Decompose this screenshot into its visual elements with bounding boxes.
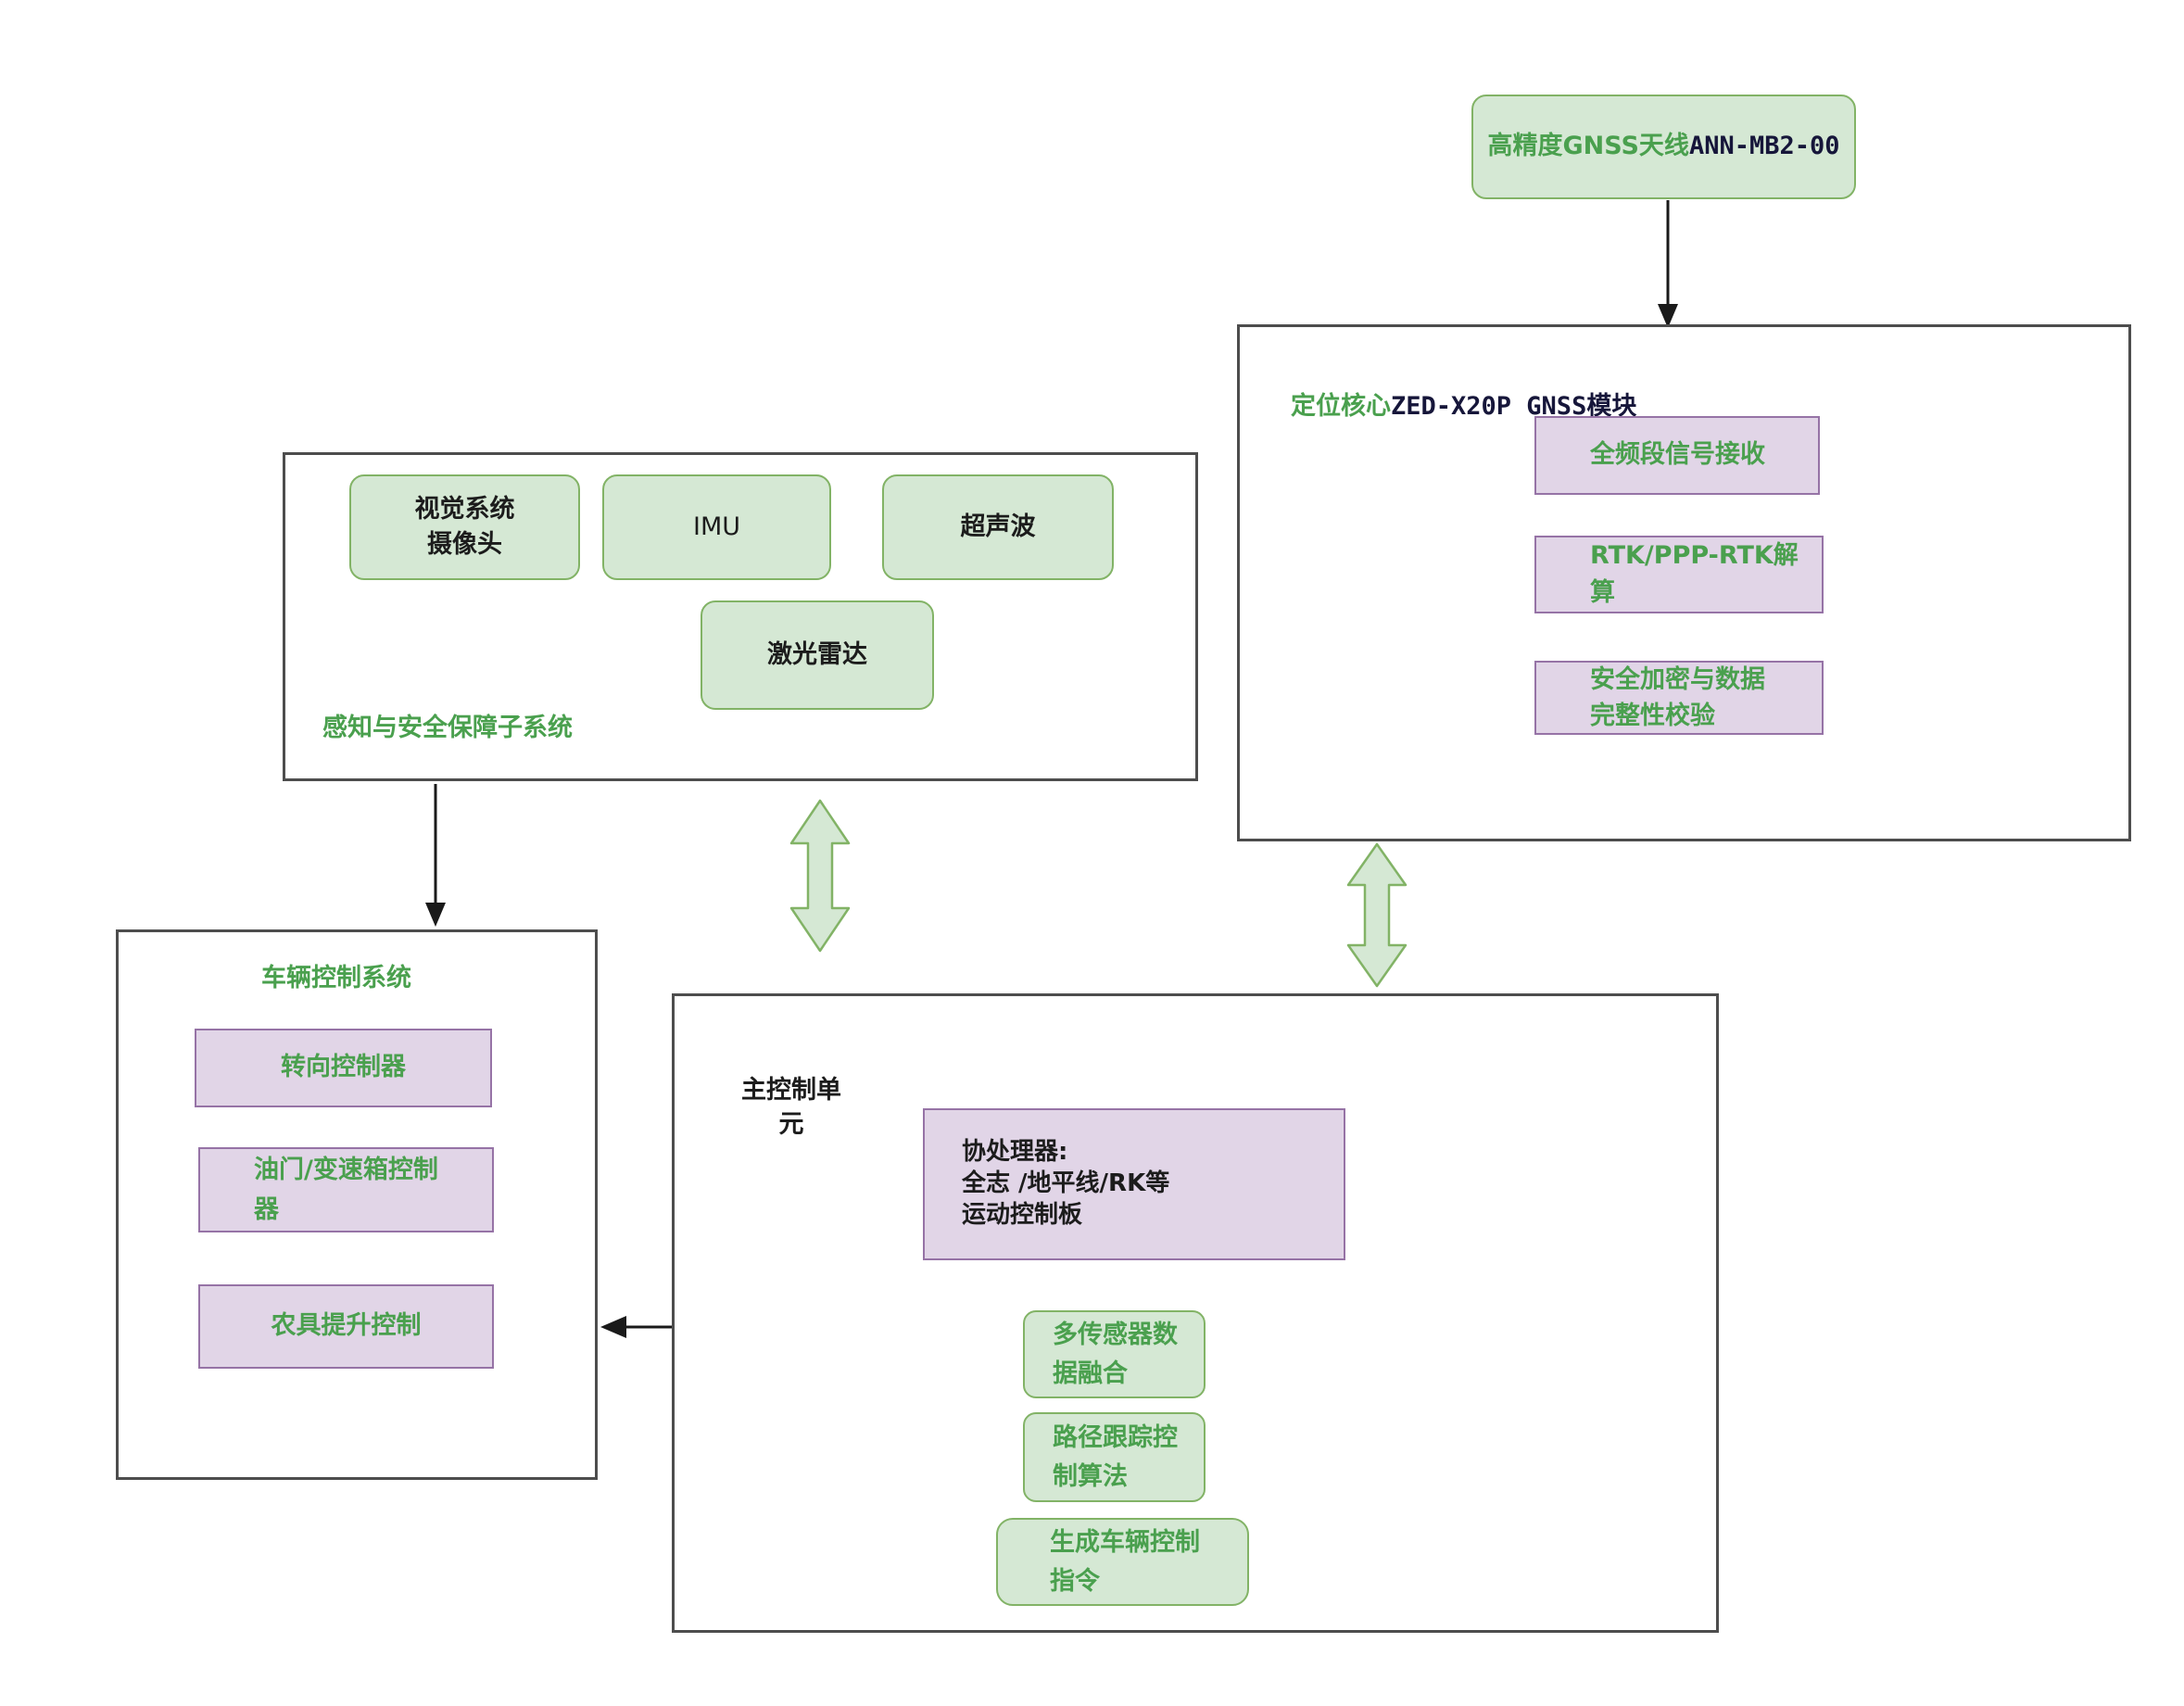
arrow-perception-to-vehicle (425, 784, 446, 927)
node-security-integrity: 安全加密与数据 完整性校验 (1534, 661, 1824, 735)
arrow-main-to-vehicle (600, 1316, 672, 1338)
gnss-antenna-label-model: ANN-MB2-00 (1688, 132, 1840, 161)
node-fullband-signal: 全频段信号接收 (1534, 416, 1820, 495)
gnss-module-title: 定位核心ZED-X20P GNSS模块 (1291, 357, 1636, 422)
gnss-module-title-green: 定位核心 (1291, 392, 1391, 421)
main-control-title: 主控制单 元 (741, 1076, 841, 1140)
node-ultrasonic: 超声波 (882, 474, 1114, 580)
node-coprocessor: 协处理器: 全志 /地平线/RK等 运动控制板 (923, 1108, 1345, 1260)
node-path-tracking: 路径跟踪控 制算法 (1023, 1412, 1206, 1502)
container-gnss-module: 定位核心ZED-X20P GNSS模块 全频段信号接收 RTK/PPP-RTK解… (1237, 324, 2131, 841)
node-sensor-fusion: 多传感器数 据融合 (1023, 1310, 1206, 1398)
node-imu: IMU (602, 474, 831, 580)
vehicle-control-title: 车辆控制系统 (261, 964, 411, 992)
container-main-control: 主控制单 元 协处理器: 全志 /地平线/RK等 运动控制板 多传感器数 据融合… (672, 993, 1719, 1633)
perception-title: 感知与安全保障子系统 (322, 714, 573, 742)
node-implement-lift-control: 农具提升控制 (198, 1284, 494, 1369)
gnss-module-title-model: ZED-X20P GNSS模块 (1391, 392, 1637, 421)
node-rtk-ppp-rtk: RTK/PPP-RTK解 算 (1534, 536, 1824, 613)
double-arrow-perception-main (789, 799, 851, 953)
node-generate-vehicle-commands: 生成车辆控制 指令 (996, 1518, 1249, 1606)
container-perception: 视觉系统 摄像头 IMU 超声波 激光雷达 感知与安全保障子系统 (283, 452, 1198, 781)
container-vehicle-control: 车辆控制系统 转向控制器 油门/变速箱控制 器 农具提升控制 (116, 929, 598, 1480)
arrow-antenna-to-gnss (1658, 200, 1678, 328)
node-vision-camera: 视觉系统 摄像头 (349, 474, 580, 580)
node-steering-controller: 转向控制器 (195, 1029, 492, 1107)
gnss-antenna-label-cn: 高精度GNSS天线 (1487, 132, 1689, 161)
node-lidar: 激光雷达 (701, 600, 934, 710)
double-arrow-gnss-main (1346, 842, 1408, 988)
node-throttle-gearbox-controller: 油门/变速箱控制 器 (198, 1147, 494, 1232)
